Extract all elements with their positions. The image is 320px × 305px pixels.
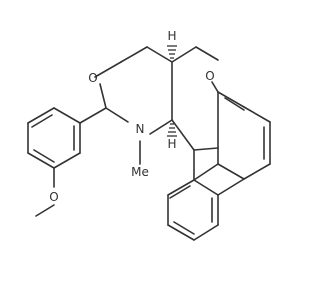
bond	[53, 152, 81, 169]
bond	[171, 119, 195, 151]
bond	[27, 107, 55, 124]
pyran-ring	[171, 46, 219, 151]
bond	[217, 178, 245, 196]
molecule-drawing: O O N Me H H O	[27, 29, 271, 241]
bond	[211, 81, 219, 93]
bond	[27, 152, 55, 169]
bond	[33, 149, 55, 163]
bond	[243, 163, 271, 180]
atom-label-hydrogen: H	[167, 137, 176, 151]
bond	[171, 46, 197, 63]
bond	[217, 163, 245, 180]
methoxyphenyl-group	[27, 107, 107, 217]
atom-label-oxygen: O	[88, 71, 97, 85]
bond	[149, 119, 173, 135]
naphthalene-system	[167, 91, 271, 241]
bond	[35, 204, 55, 217]
bond	[167, 224, 195, 241]
structure-canvas: O O N Me H H O	[27, 29, 271, 241]
oxazine-ring	[94, 46, 173, 135]
bond	[169, 185, 191, 199]
bond	[193, 147, 219, 151]
bond	[167, 179, 195, 196]
bond	[217, 91, 245, 108]
atom-label-oxygen: O	[205, 69, 214, 83]
atom-label-oxygen: O	[49, 190, 58, 204]
bond	[105, 107, 129, 123]
atom-label-hydrogen: H	[167, 29, 176, 43]
bond	[146, 46, 173, 63]
bond	[193, 224, 219, 241]
bond	[195, 46, 219, 61]
bond	[79, 107, 107, 124]
stereo-wedge-bottom	[167, 123, 177, 137]
bond	[193, 179, 219, 196]
bond	[53, 107, 81, 124]
atom-label-nitrogen: N	[136, 122, 145, 136]
bond	[224, 97, 245, 111]
bond	[173, 221, 195, 235]
bond	[31, 114, 53, 128]
bond	[193, 163, 219, 181]
bond	[94, 61, 122, 78]
stereo-wedge-top	[167, 45, 177, 59]
atom-label-methyl: Me	[131, 165, 149, 179]
bond	[243, 106, 271, 123]
bond	[99, 83, 107, 109]
bond	[120, 46, 148, 63]
